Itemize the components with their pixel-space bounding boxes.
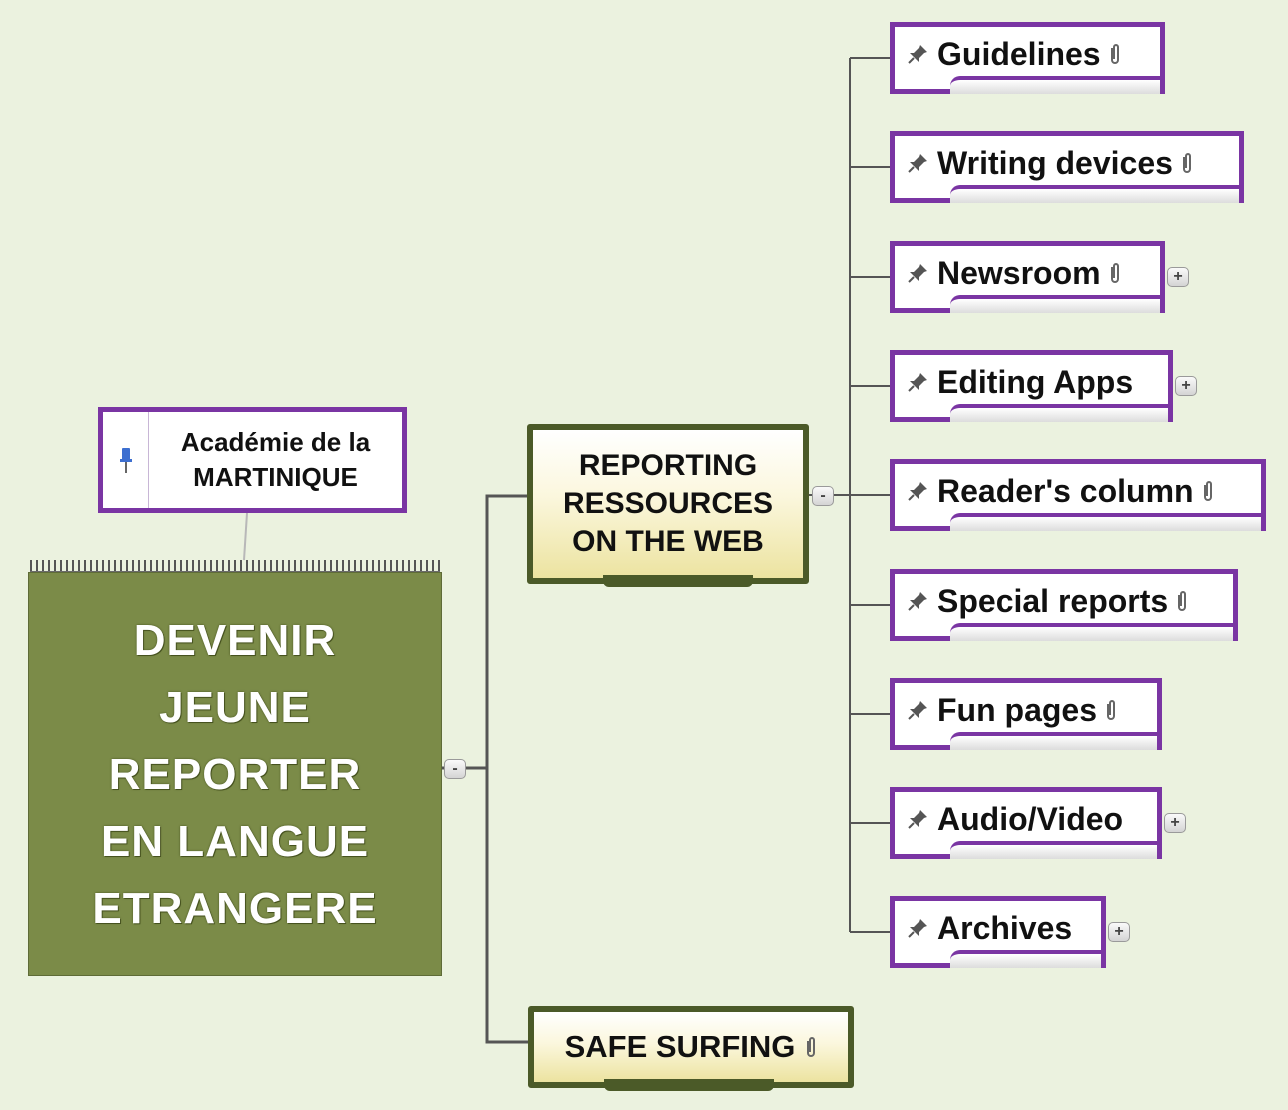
callout-note[interactable]: Académie de la MARTINIQUE <box>98 407 407 513</box>
pushpin-icon <box>907 590 929 612</box>
pushpin-icon <box>907 699 929 721</box>
subtopic-reader-s-column[interactable]: Reader's column <box>890 459 1266 531</box>
topic-tab <box>604 1079 774 1091</box>
subtopic-fun-pages[interactable]: Fun pages <box>890 678 1162 750</box>
pushpin-icon <box>907 262 929 284</box>
paperclip-icon[interactable] <box>1202 479 1214 503</box>
topic-safe-surfing-label: SAFE SURFING <box>564 1029 796 1064</box>
subtopic-label: Editing Apps <box>937 363 1134 400</box>
subtopic-writing-devices[interactable]: Writing devices <box>890 131 1244 203</box>
topic-tab <box>603 575 753 587</box>
callout-text: Académie de la MARTINIQUE <box>180 427 371 492</box>
subtopic-label: Guidelines <box>937 35 1101 72</box>
paperclip-icon[interactable] <box>805 1035 817 1059</box>
expand-button[interactable]: + <box>1164 813 1186 833</box>
blue-pushpin-icon <box>103 412 149 508</box>
topic-reporting-label: REPORTING RESSOURCES ON THE WEB <box>562 449 774 558</box>
pushpin-icon <box>907 43 929 65</box>
subtopic-guidelines[interactable]: Guidelines <box>890 22 1165 94</box>
topic-safe-surfing[interactable]: SAFE SURFING <box>528 1006 854 1091</box>
connector-safe-surfing <box>485 768 528 1044</box>
paperclip-icon[interactable] <box>1109 42 1121 66</box>
expand-button[interactable]: + <box>1167 267 1189 287</box>
subtopic-editing-apps[interactable]: Editing Apps <box>890 350 1173 422</box>
subtopic-label: Audio/Video <box>937 800 1124 837</box>
callout-connector <box>243 512 248 561</box>
subtopic-label: Newsroom <box>937 254 1101 291</box>
central-topic-title: DEVENIR JEUNE REPORTER EN LANGUE ETRANGE… <box>92 615 378 933</box>
subtopic-label: Writing devices <box>937 144 1173 181</box>
paperclip-icon[interactable] <box>1109 261 1121 285</box>
subtopic-label: Reader's column <box>937 472 1194 509</box>
central-collapse-button[interactable]: - <box>444 759 466 779</box>
expand-button[interactable]: + <box>1175 376 1197 396</box>
pushpin-icon <box>907 152 929 174</box>
connector-sub-branches <box>850 57 891 933</box>
central-topic[interactable]: DEVENIR JEUNE REPORTER EN LANGUE ETRANGE… <box>28 572 442 976</box>
pushpin-icon <box>907 808 929 830</box>
subtopic-label: Archives <box>937 909 1073 946</box>
pushpin-icon <box>907 371 929 393</box>
subtopic-audio-video[interactable]: Audio/Video <box>890 787 1162 859</box>
reporting-collapse-button[interactable]: - <box>812 486 834 506</box>
topic-reporting-ressources[interactable]: REPORTING RESSOURCES ON THE WEB <box>527 424 809 587</box>
subtopic-label: Special reports <box>937 582 1169 619</box>
paperclip-icon[interactable] <box>1105 698 1117 722</box>
expand-button[interactable]: + <box>1108 922 1130 942</box>
pushpin-icon <box>907 917 929 939</box>
subtopic-newsroom[interactable]: Newsroom <box>890 241 1165 313</box>
connector-reporting <box>442 494 527 770</box>
subtopic-special-reports[interactable]: Special reports <box>890 569 1238 641</box>
paperclip-icon[interactable] <box>1181 151 1193 175</box>
subtopic-label: Fun pages <box>937 691 1098 728</box>
pushpin-icon <box>907 480 929 502</box>
subtopic-archives[interactable]: Archives <box>890 896 1106 968</box>
paperclip-icon[interactable] <box>1176 589 1188 613</box>
